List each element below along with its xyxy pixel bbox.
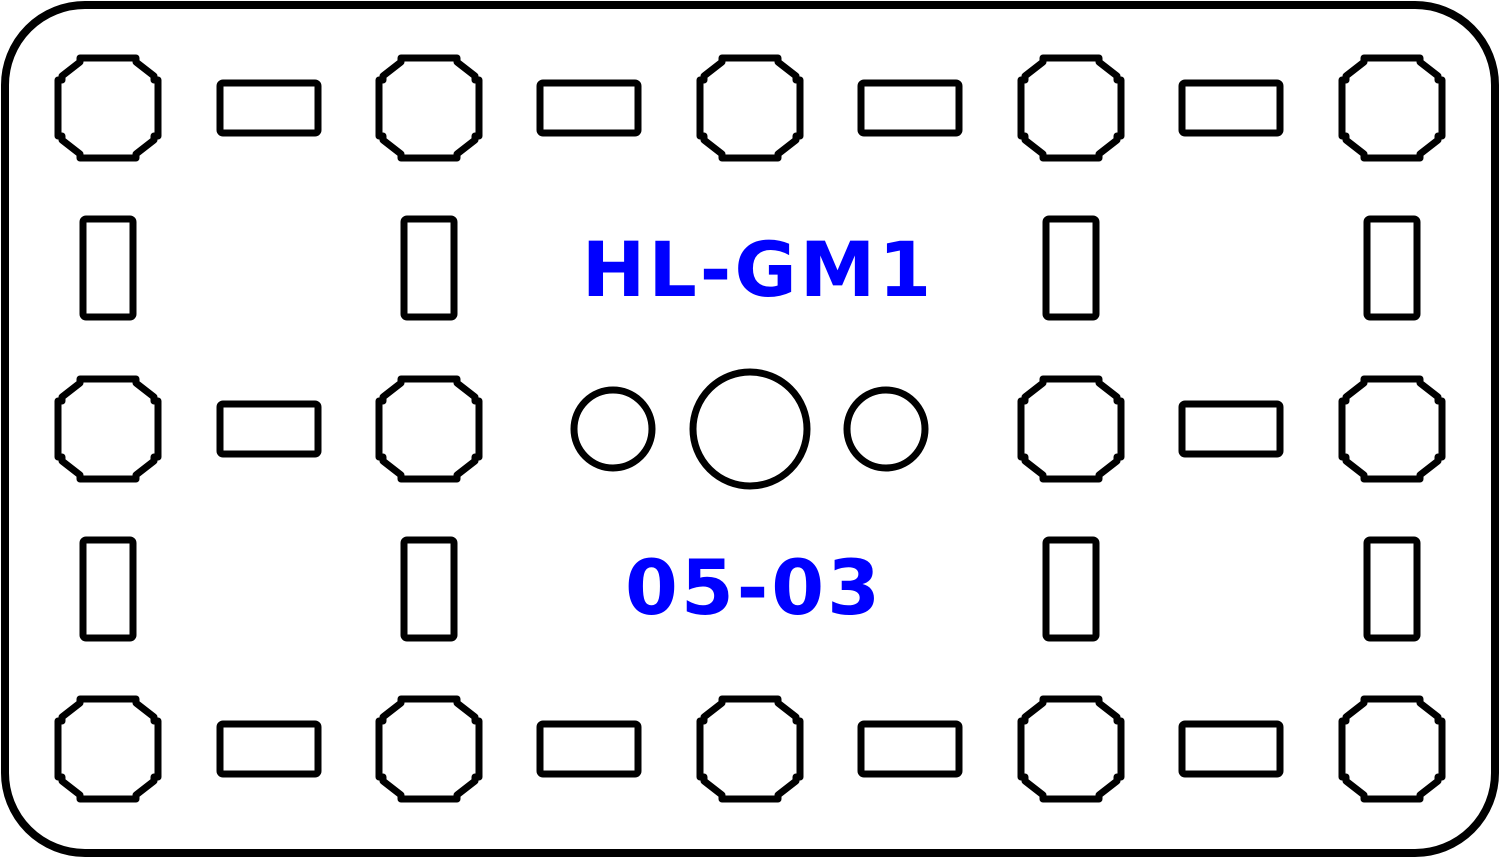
mount-hole-r1-c1: [375, 375, 483, 483]
part-number-label: HL-GM1: [582, 225, 934, 314]
h-slot-r0-3: [1178, 79, 1284, 137]
center-holes: [570, 368, 929, 490]
mount-hole-r0-c0: [54, 54, 162, 162]
large-round-hole-center: [689, 368, 811, 490]
mount-hole-r2-c3: [1017, 695, 1125, 803]
h-slot-r1-3: [1178, 720, 1284, 778]
mount-hole-r1-c0: [54, 375, 162, 483]
h-slot-r1-2: [857, 720, 963, 778]
h-slot-r0-1: [536, 79, 642, 137]
h-slot-r1-0: [216, 720, 322, 778]
h-slot-mid-0: [216, 400, 322, 458]
mount-hole-r0-c4: [1338, 54, 1446, 162]
v-slot-r0-3: [1363, 215, 1421, 321]
small-round-hole-right: [843, 386, 929, 472]
mount-hole-r1-c3: [1017, 375, 1125, 483]
v-slot-r1-0: [79, 536, 137, 642]
mount-hole-r2-c2: [696, 695, 804, 803]
h-slot-r0-2: [857, 79, 963, 137]
mount-hole-r0-c1: [375, 54, 483, 162]
small-round-hole-left: [570, 386, 656, 472]
slots: [79, 79, 1421, 778]
mount-hole-r0-c3: [1017, 54, 1125, 162]
mount-hole-r2-c4: [1338, 695, 1446, 803]
code-label: 05-03: [625, 543, 883, 632]
v-slot-r0-2: [1042, 215, 1100, 321]
v-slot-r1-2: [1042, 536, 1100, 642]
mount-hole-r2-c1: [375, 695, 483, 803]
holes: [54, 54, 1446, 803]
v-slot-r0-0: [79, 215, 137, 321]
v-slot-r0-1: [400, 215, 458, 321]
mount-hole-r0-c2: [696, 54, 804, 162]
v-slot-r1-1: [400, 536, 458, 642]
h-slot-r0-0: [216, 79, 322, 137]
mount-hole-r1-c4: [1338, 375, 1446, 483]
h-slot-r1-1: [536, 720, 642, 778]
v-slot-r1-3: [1363, 536, 1421, 642]
h-slot-mid-1: [1178, 400, 1284, 458]
mount-hole-r2-c0: [54, 695, 162, 803]
